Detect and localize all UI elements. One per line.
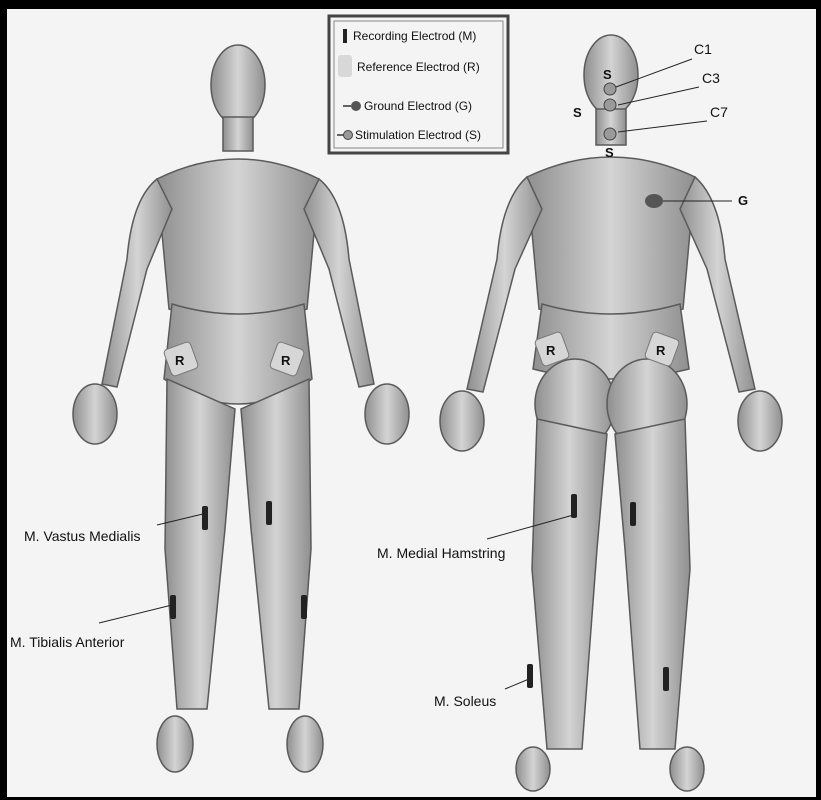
legend-recording-label: Recording Electrod (M): [353, 29, 476, 43]
stim-mark-c3: S: [573, 105, 582, 120]
stim-electrode-c1: [604, 83, 616, 95]
label-tibialis-anterior: M. Tibialis Anterior: [10, 634, 125, 650]
legend-reference-label: Reference Electrod (R): [357, 60, 480, 74]
back-reference-mark-left: R: [546, 343, 556, 358]
stim-electrode-c7: [604, 128, 616, 140]
recording-electrode-soleus-left: [527, 664, 533, 688]
stim-mark-c7: S: [605, 145, 614, 160]
recording-electrode-vastus-right: [266, 501, 272, 525]
label-c7: C7: [710, 104, 728, 120]
front-reference-mark-left: R: [175, 353, 185, 368]
legend-ground-label: Ground Electrod (G): [364, 99, 472, 113]
recording-electrode-icon: [343, 29, 347, 43]
recording-electrode-soleus-right: [663, 667, 669, 691]
stim-electrode-c3: [604, 99, 616, 111]
front-reference-mark-right: R: [281, 353, 291, 368]
recording-electrode-tibialis-left: [170, 595, 176, 619]
reference-electrode-icon: [338, 55, 352, 77]
back-reference-mark-right: R: [656, 343, 666, 358]
label-medial-hamstring: M. Medial Hamstring: [377, 545, 505, 561]
label-ground: G: [738, 193, 748, 208]
recording-electrode-vastus-left: [202, 506, 208, 530]
label-c3: C3: [702, 70, 720, 86]
legend-stimulation-label: Stimulation Electrod (S): [355, 128, 481, 142]
electrode-placement-diagram: R R R R S S S: [7, 9, 816, 797]
stim-mark-c1: S: [603, 67, 612, 82]
label-vastus-medialis: M. Vastus Medialis: [24, 528, 140, 544]
recording-electrode-hamstring-right: [630, 502, 636, 526]
label-c1: C1: [694, 41, 712, 57]
label-soleus: M. Soleus: [434, 693, 496, 709]
ground-electrode: [645, 194, 663, 208]
recording-electrode-tibialis-right: [301, 595, 307, 619]
